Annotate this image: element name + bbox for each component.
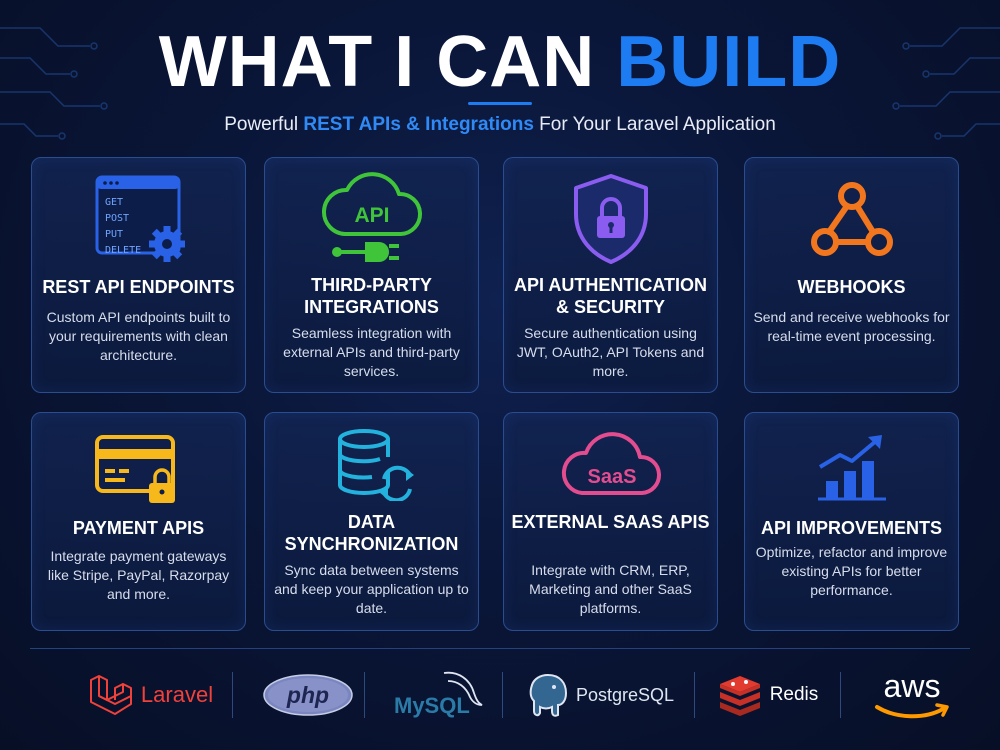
database-sync-icon	[265, 427, 478, 506]
aws-logo: aws	[854, 662, 970, 728]
browser-gear-icon: GET POST PUT DELETE	[32, 174, 245, 269]
aws-logo-text: aws	[884, 668, 941, 704]
logo-separator	[364, 672, 365, 718]
card-title: EXTERNAL SAAS APIS	[511, 512, 710, 532]
card-data-synchronization: DATA SYNCHRONIZATION Sync data between s…	[264, 412, 479, 631]
php-logo: php	[248, 662, 368, 728]
card-title: REST API ENDPOINTS	[42, 277, 235, 297]
postgresql-logo: PostgreSQL	[516, 662, 684, 728]
card-description: Secure authentication using JWT, OAuth2,…	[516, 325, 705, 379]
shield-lock-icon	[504, 172, 717, 271]
card-description: Integrate payment gateways like Stripe, …	[47, 548, 230, 602]
card-title: DATA SYNCHRONIZATION	[284, 512, 459, 554]
laravel-logo-icon	[89, 675, 132, 715]
card-payment-apis: PAYMENT APIS Integrate payment gateways …	[31, 412, 246, 631]
php-logo-text: php	[286, 682, 329, 708]
mysql-logo-icon: MySQL	[394, 671, 483, 718]
mysql-logo-text: MySQL	[394, 693, 470, 718]
title-accent: BUILD	[616, 22, 842, 102]
card-description: Send and receive webhooks for real-time …	[753, 309, 950, 344]
card-title: PAYMENT APIS	[72, 518, 205, 538]
card-rest-api-endpoints: GET POST PUT DELETE REST API ENDPOINTS C…	[31, 157, 246, 393]
card-description: Seamless integration with external APIs …	[283, 325, 460, 379]
laravel-logo-text: Laravel	[140, 682, 214, 707]
icon-saas-text: SaaS	[587, 466, 636, 488]
icon-line-get: GET	[105, 197, 123, 208]
circuit-decoration-icon	[0, 27, 108, 140]
credit-card-lock-icon	[32, 433, 245, 510]
card-title: WEBHOOKS	[797, 277, 906, 297]
postgresql-logo-text: PostgreSQL	[575, 684, 675, 705]
card-description: Integrate with CRM, ERP, Marketing and o…	[529, 562, 692, 616]
icon-api-text: API	[354, 204, 389, 227]
aws-logo-icon: aws	[875, 668, 949, 719]
redis-logo-icon	[719, 676, 760, 716]
redis-logo-text: Redis	[769, 684, 819, 705]
subtitle-after: For Your Laravel Application	[533, 114, 776, 135]
page-title: WHAT I CAN BUILD	[0, 22, 1000, 102]
icon-line-put: PUT	[105, 229, 123, 240]
tech-logo-strip: Laravel php MySQL PostgreSQL	[30, 662, 970, 732]
laravel-logo: Laravel	[60, 662, 240, 728]
card-title: API AUTHENTICATION & SECURITY	[514, 275, 707, 317]
icon-line-delete: DELETE	[105, 245, 141, 256]
card-title: THIRD-PARTY INTEGRATIONS	[304, 275, 439, 317]
postgresql-logo-icon	[529, 673, 567, 717]
mysql-logo: MySQL	[380, 662, 496, 728]
card-api-authentication-security: API AUTHENTICATION & SECURITY Secure aut…	[503, 157, 718, 393]
card-description: Optimize, refactor and improve existing …	[755, 544, 948, 598]
title-main: WHAT I CAN	[158, 22, 617, 102]
subtitle-before: Powerful	[224, 114, 304, 135]
card-webhooks: WEBHOOKS Send and receive webhooks for r…	[744, 157, 959, 393]
circuit-decoration-icon	[892, 27, 1000, 140]
webhook-icon	[745, 178, 958, 269]
card-api-improvements: API IMPROVEMENTS Optimize, refactor and …	[744, 412, 959, 631]
php-logo-icon: php	[263, 674, 353, 716]
card-third-party-integrations: API THIRD-PARTY INTEGRATIONS Seamless in…	[264, 157, 479, 393]
page-subtitle: Powerful REST APIs & Integrations For Yo…	[0, 114, 1000, 136]
cloud-saas-icon: SaaS	[504, 427, 717, 506]
card-external-saas-apis: SaaS EXTERNAL SAAS APIS Integrate with C…	[503, 412, 718, 631]
bar-chart-arrow-icon	[745, 429, 958, 508]
logo-separator	[232, 672, 233, 718]
logo-separator	[840, 672, 841, 718]
logo-separator	[694, 672, 695, 718]
subtitle-highlight: REST APIs & Integrations	[303, 114, 534, 135]
cloud-plug-icon: API	[265, 172, 478, 269]
card-description: Custom API endpoints built to your requi…	[46, 309, 231, 363]
redis-logo: Redis	[706, 662, 828, 728]
title-underline	[468, 102, 532, 105]
icon-line-post: POST	[105, 213, 129, 224]
card-title: API IMPROVEMENTS	[760, 518, 943, 538]
logo-separator	[502, 672, 503, 718]
card-description: Sync data between systems and keep your …	[274, 562, 469, 616]
section-divider	[30, 648, 970, 649]
